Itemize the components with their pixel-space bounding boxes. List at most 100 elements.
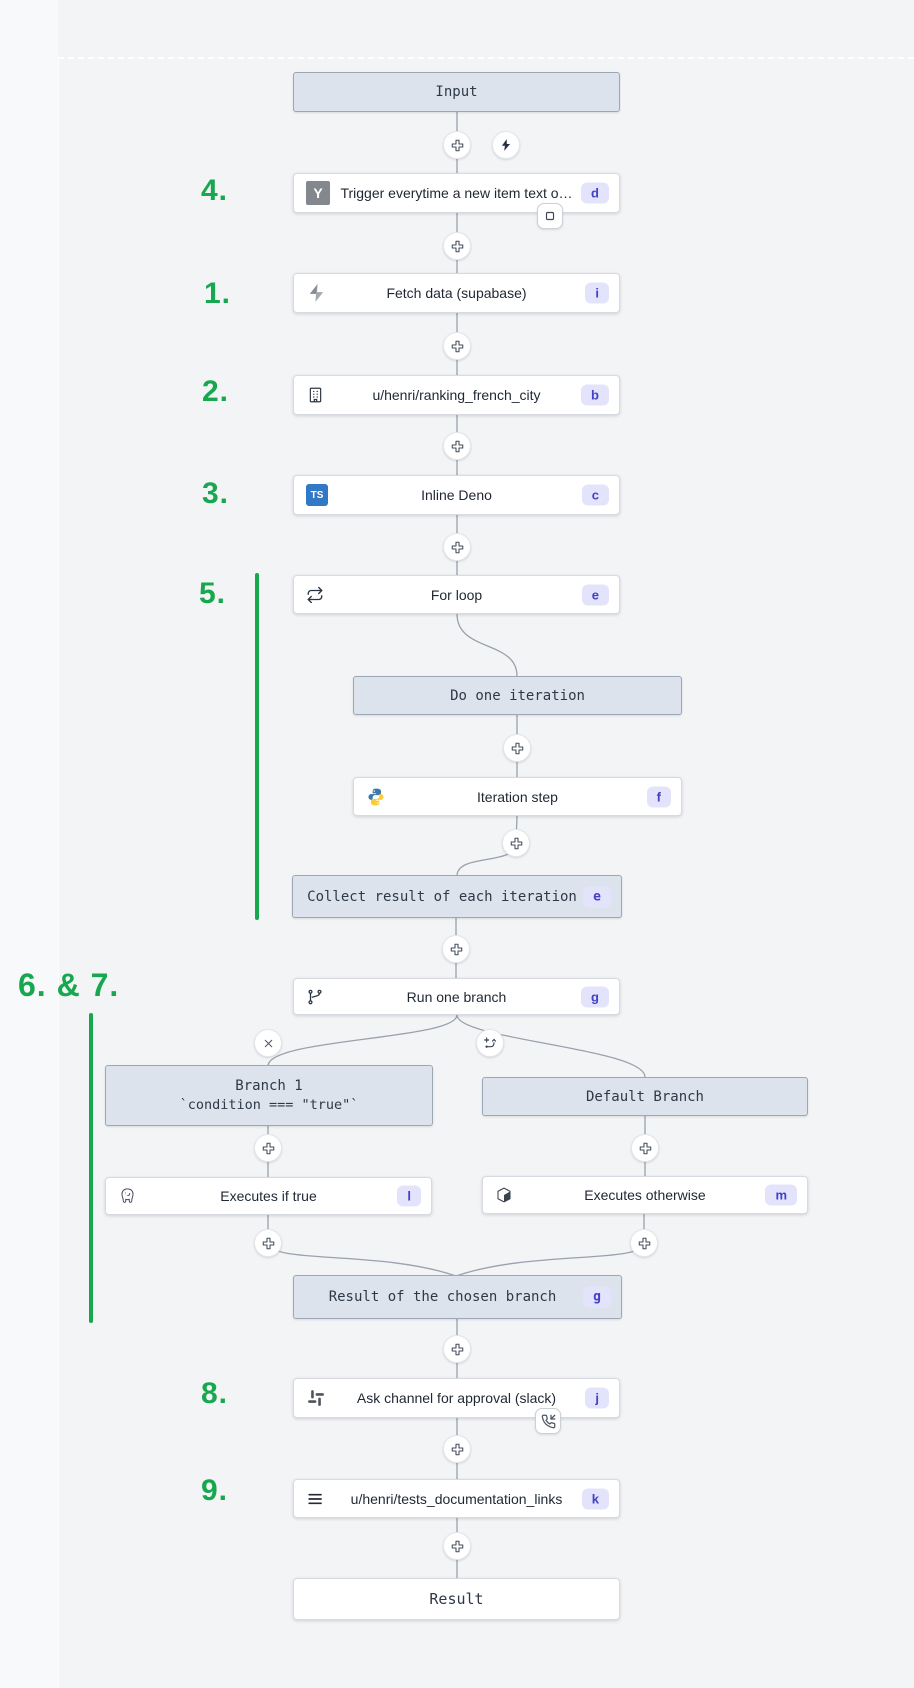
node-label: Result of the chosen branch: [328, 1289, 557, 1305]
add-step-button[interactable]: [443, 131, 471, 159]
add-step-button[interactable]: [254, 1134, 282, 1162]
step-badge: d: [581, 182, 609, 204]
add-step-button[interactable]: [442, 935, 470, 963]
node-do-one-iteration[interactable]: Do one iteration: [353, 676, 682, 715]
step-label: Iteration step: [477, 788, 558, 805]
slack-icon: [306, 1388, 326, 1408]
step-ranking-french-city[interactable]: u/henri/ranking_french_city b: [293, 375, 620, 415]
node-input[interactable]: Input: [293, 72, 620, 112]
step-label: Fetch data (supabase): [386, 285, 527, 301]
node-branch-result[interactable]: Result of the chosen branch g: [293, 1275, 622, 1319]
annotation-line-5: [255, 573, 259, 920]
supabase-bolt-icon: [306, 283, 327, 304]
add-step-button[interactable]: [502, 829, 530, 857]
add-step-button[interactable]: [254, 1229, 282, 1257]
step-badge: c: [581, 484, 609, 506]
step-trigger[interactable]: Y Trigger everytime a new item text o… d: [293, 173, 620, 213]
close-icon: [264, 1039, 272, 1047]
annotation-label-2: 2.: [202, 375, 230, 408]
node-collect-result[interactable]: Collect result of each iteration e: [292, 875, 622, 918]
step-for-loop[interactable]: For loop e: [293, 575, 620, 614]
add-step-button[interactable]: [631, 1134, 659, 1162]
step-badge: e: [581, 584, 609, 605]
plus-icon: [262, 1142, 274, 1154]
add-step-button[interactable]: [443, 232, 471, 260]
plus-icon: [451, 1443, 463, 1455]
step-run-one-branch[interactable]: Run one branch g: [293, 978, 620, 1015]
step-label: Inline Deno: [421, 487, 492, 503]
node-label: Input: [435, 84, 478, 100]
step-badge: k: [581, 1488, 609, 1509]
plus-icon: [451, 1343, 463, 1355]
add-step-button[interactable]: [443, 533, 471, 561]
trigger-lightning-button[interactable]: [492, 131, 520, 159]
node-badge: e: [583, 886, 611, 907]
add-step-button[interactable]: [443, 332, 471, 360]
step-badge: i: [585, 282, 609, 304]
step-label: Executes if true: [220, 1188, 317, 1204]
step-badge: j: [585, 1387, 609, 1409]
postgresql-icon: [118, 1187, 137, 1206]
node-branch-1[interactable]: Branch 1 `condition === "true"`: [105, 1065, 433, 1126]
annotation-label-1: 1.: [204, 277, 232, 310]
step-label: For loop: [430, 586, 483, 603]
square-icon: [545, 211, 555, 221]
plus-icon: [451, 440, 463, 452]
add-step-button[interactable]: [443, 1335, 471, 1363]
square-button[interactable]: [537, 203, 563, 229]
plus-icon: [510, 837, 522, 849]
canvas-dashed-border: [58, 57, 914, 59]
step-slack-approval[interactable]: Ask channel for approval (slack) j: [293, 1378, 620, 1418]
add-step-button[interactable]: [503, 734, 531, 762]
step-label: u/henri/tests_documentation_links: [350, 1490, 563, 1507]
remove-branch-button[interactable]: [254, 1029, 282, 1057]
plus-icon: [451, 240, 463, 252]
annotation-label-5: 5.: [199, 577, 227, 610]
step-badge: b: [581, 384, 609, 406]
step-badge: f: [646, 786, 671, 807]
node-label: Do one iteration: [450, 687, 585, 704]
plus-icon: [639, 1142, 651, 1154]
step-inline-deno[interactable]: TS Inline Deno c: [293, 475, 620, 515]
plus-icon: [451, 340, 463, 352]
node-default-branch[interactable]: Default Branch: [482, 1077, 808, 1116]
plus-icon: [451, 139, 463, 151]
add-step-button[interactable]: [630, 1229, 658, 1257]
node-label: Collect result of each iteration: [307, 888, 577, 905]
plus-icon: [638, 1237, 650, 1249]
node-label: Result: [429, 1590, 484, 1608]
phone-incoming-icon: [541, 1414, 555, 1428]
add-step-button[interactable]: [443, 1435, 471, 1463]
node-label: Default Branch: [585, 1088, 704, 1105]
repeat-icon: [306, 586, 324, 604]
step-badge: g: [581, 986, 609, 1007]
step-label: Trigger everytime a new item text o…: [340, 185, 573, 201]
annotation-label-8: 8.: [201, 1377, 229, 1410]
plus-icon: [451, 1540, 463, 1552]
step-iteration-step[interactable]: Iteration step f: [353, 777, 682, 816]
add-branch-button[interactable]: [476, 1029, 504, 1057]
add-step-button[interactable]: [443, 432, 471, 460]
annotation-label-9: 9.: [201, 1474, 229, 1507]
add-step-button[interactable]: [443, 1532, 471, 1560]
hackernews-icon: Y: [306, 181, 330, 205]
step-label: u/henri/ranking_french_city: [372, 387, 541, 403]
node-result[interactable]: Result: [293, 1578, 620, 1620]
plus-icon: [451, 541, 463, 553]
canvas-left-gutter: [0, 0, 58, 1688]
annotation-line-6-7: [89, 1013, 93, 1323]
suspend-approval-button[interactable]: [535, 1408, 561, 1434]
step-fetch-data[interactable]: Fetch data (supabase) i: [293, 273, 620, 313]
step-docs-links[interactable]: u/henri/tests_documentation_links k: [293, 1479, 620, 1518]
step-executes-if-true[interactable]: Executes if true l: [105, 1177, 432, 1215]
step-executes-otherwise[interactable]: Executes otherwise m: [482, 1176, 808, 1214]
branch-add-icon: [484, 1037, 497, 1048]
step-label: Executes otherwise: [584, 1187, 706, 1203]
annotation-label-4: 4.: [201, 174, 229, 207]
lightning-icon: [501, 139, 511, 151]
annotation-label-6-7: 6. & 7.: [18, 967, 120, 1003]
plus-icon: [511, 742, 523, 754]
branch-title: Branch 1: [235, 1078, 303, 1094]
menu-lines-icon: [306, 1489, 325, 1508]
plus-icon: [450, 943, 462, 955]
